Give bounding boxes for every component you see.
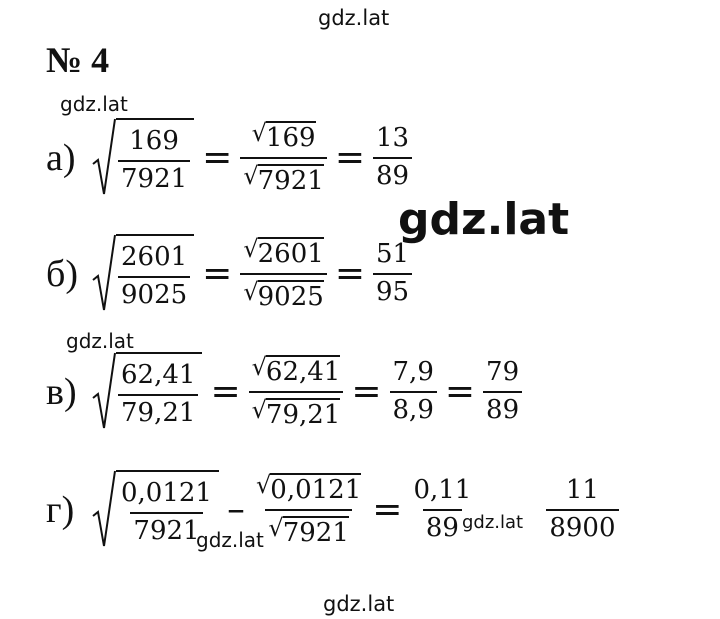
radical-icon — [92, 118, 116, 195]
watermark: gdz.lat — [462, 512, 524, 533]
radical-icon — [92, 352, 116, 429]
watermark: gdz.lat — [323, 592, 395, 616]
fraction-of-roots: √62,41 √79,21 — [248, 353, 344, 431]
equals-sign: = — [202, 253, 233, 294]
fraction-of-roots: √0,0121 √7921 — [255, 471, 362, 548]
part-label: г) — [46, 489, 75, 531]
part-label: а) — [46, 137, 76, 179]
watermark-large: gdz.lat — [398, 194, 570, 245]
equals-sign: = — [202, 137, 233, 178]
equals-sign: = — [351, 371, 382, 412]
watermark: gdz.lat — [66, 329, 134, 353]
equals-sign: = — [334, 137, 365, 178]
exercise-number: № 4 — [46, 40, 110, 80]
part-label: в) — [46, 371, 77, 413]
watermark: gdz.lat — [60, 92, 128, 116]
watermark: gdz.lat — [318, 6, 390, 30]
equals-sign: = — [372, 489, 403, 530]
part-label: б) — [46, 253, 78, 295]
watermark: gdz.lat — [196, 528, 264, 552]
fraction-of-roots: √169 √7921 — [240, 119, 327, 197]
radical-icon — [92, 234, 116, 311]
fraction-of-roots: √2601 √9025 — [240, 235, 327, 313]
equals-sign: = — [444, 371, 476, 412]
minus-sign: – — [226, 489, 245, 530]
radical-icon — [92, 470, 116, 547]
equals-sign: = — [210, 371, 241, 412]
equals-sign: = — [334, 253, 365, 294]
